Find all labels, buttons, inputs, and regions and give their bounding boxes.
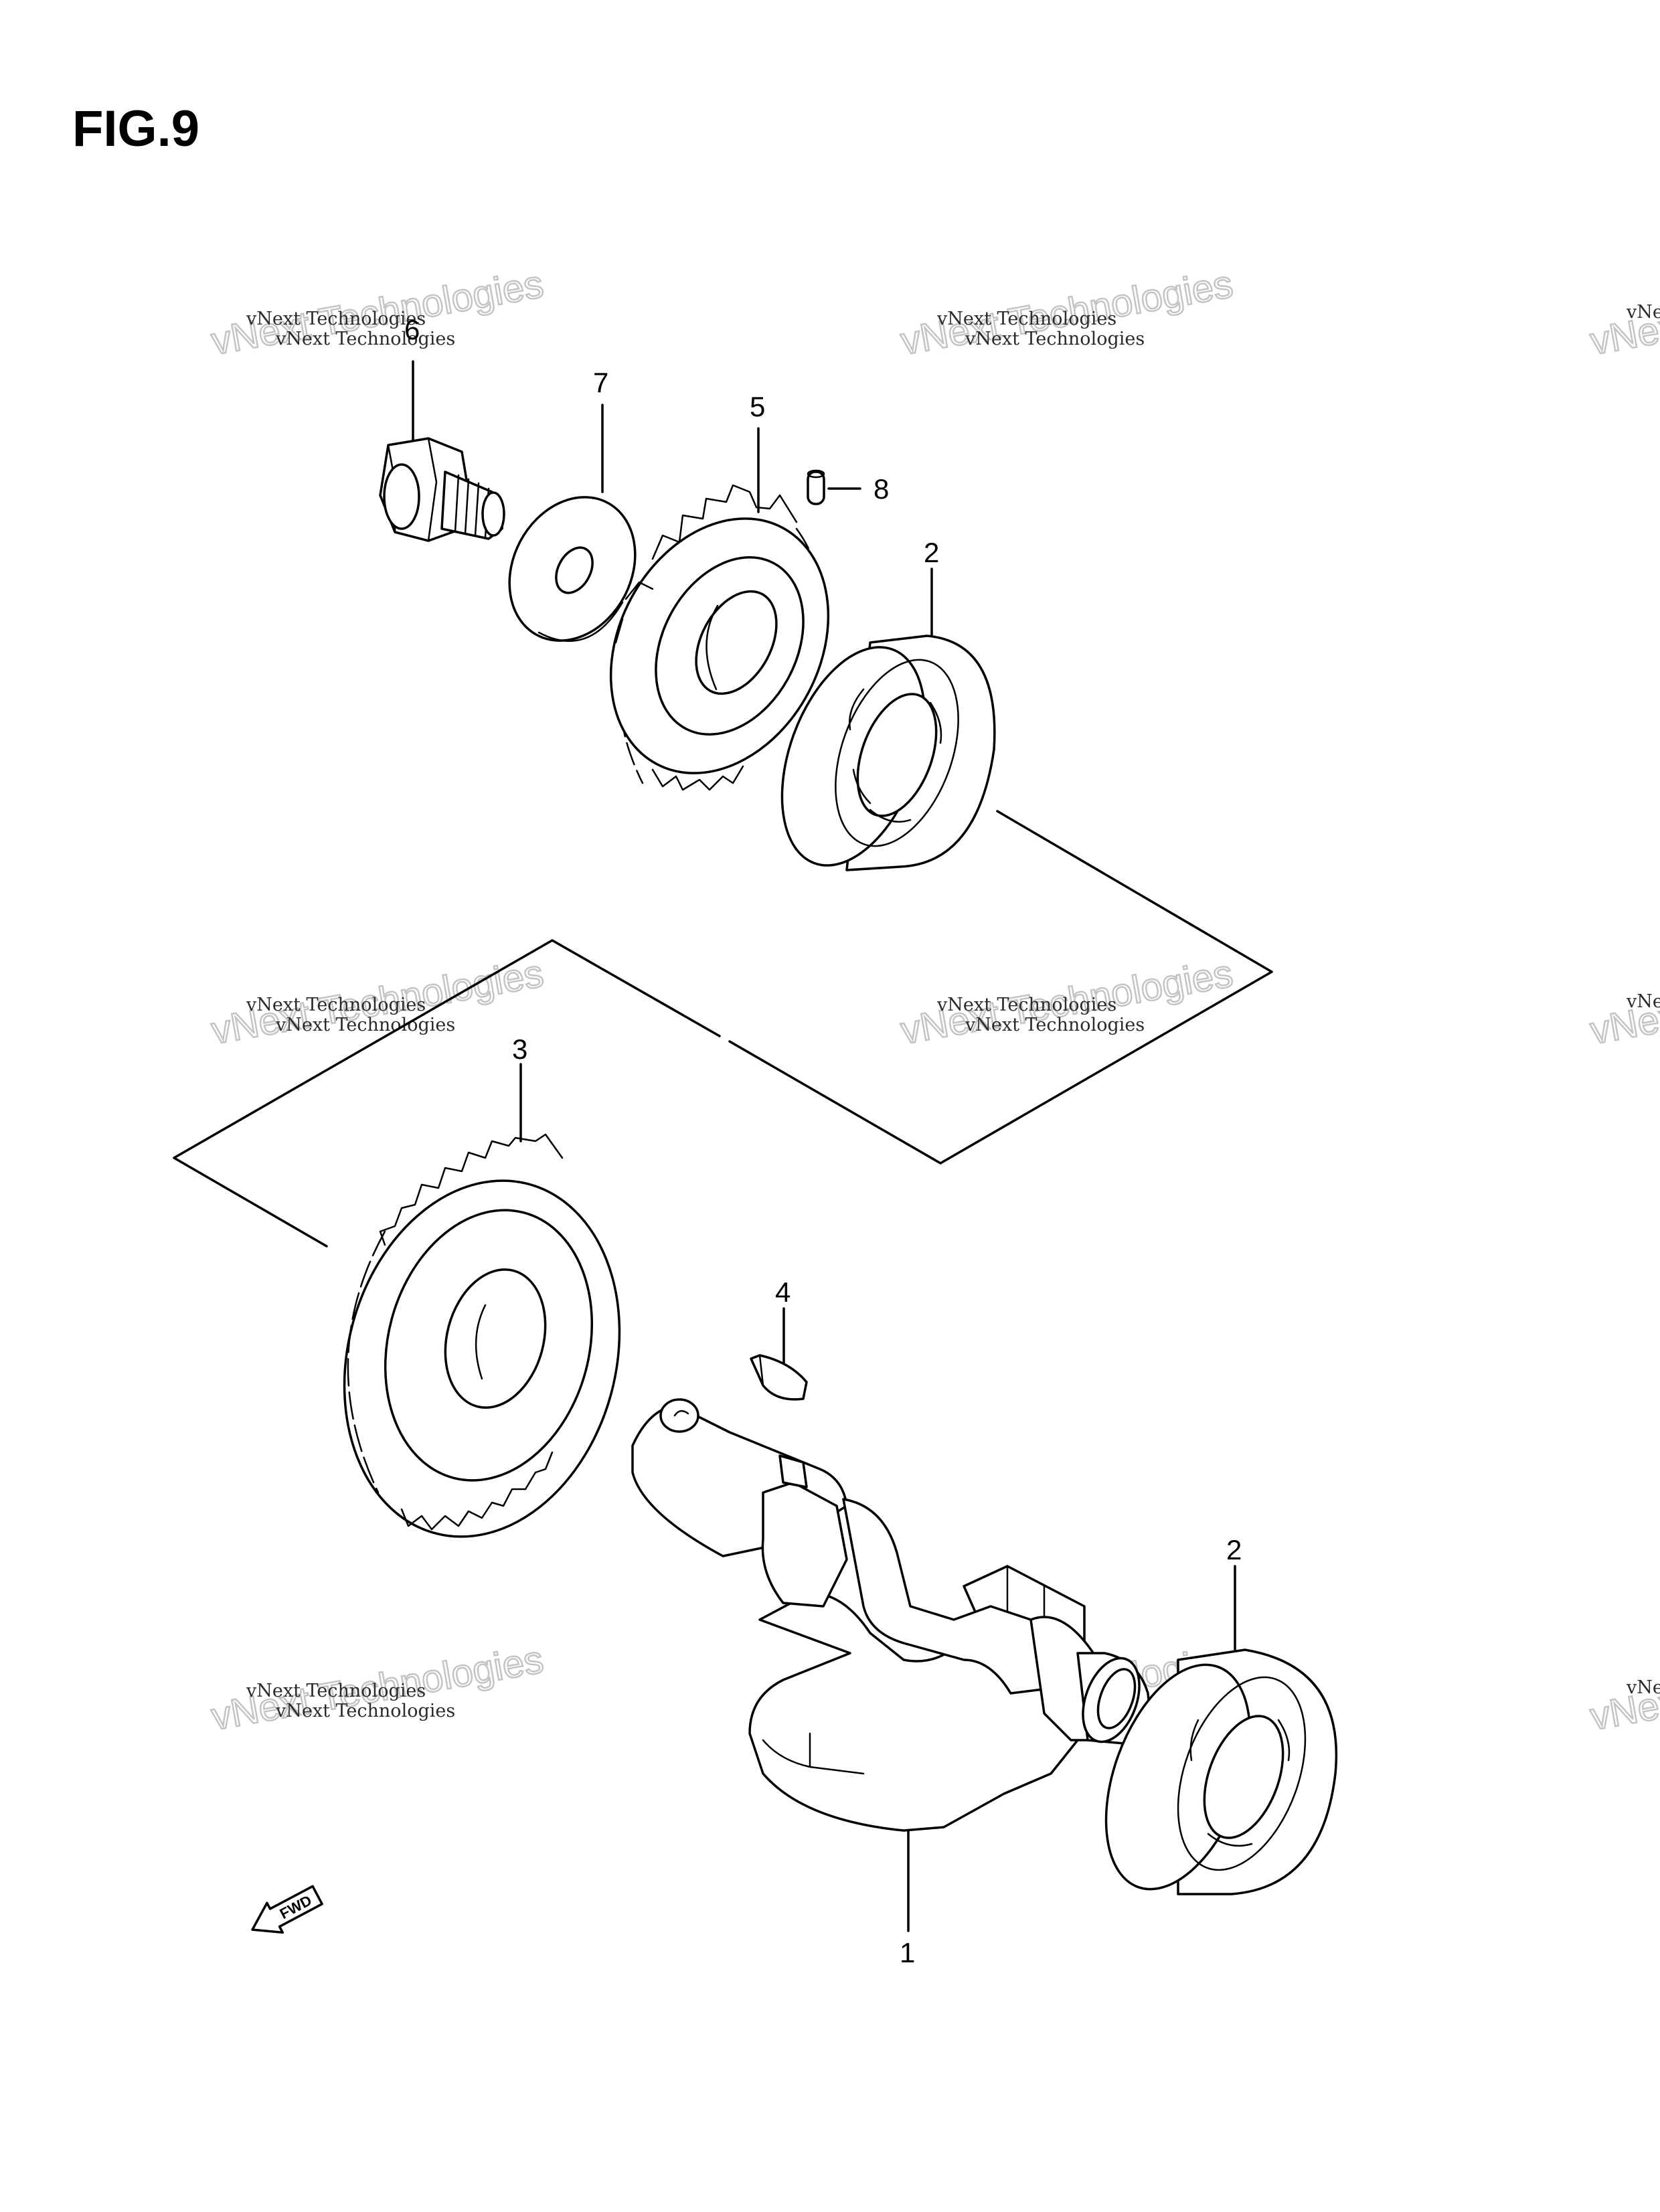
- watermark-small: vNext Technologies: [1626, 302, 1660, 323]
- watermark-small: vNext Technologies: [275, 1015, 455, 1035]
- balancer-shaft: [631, 1398, 1153, 1932]
- assembly-guide-line: [728, 810, 1273, 1165]
- callout-part-5: 5: [750, 391, 765, 422]
- watermark-small: vNext Technologies: [246, 309, 426, 329]
- watermark-small: vNext Technologies: [965, 1015, 1145, 1035]
- large-gear: [343, 1063, 621, 1538]
- callout-part-6: 6: [404, 314, 420, 345]
- callout-part-2-lower: 2: [1226, 1534, 1242, 1565]
- woodruff-key: [750, 1307, 808, 1401]
- callout-part-3: 3: [512, 1033, 527, 1065]
- small-gear: [609, 427, 830, 791]
- watermark-row-2: vNext Technologies vNext Technologies vN…: [208, 950, 1660, 1053]
- watermark-small: vNext Technologies: [936, 309, 1116, 329]
- dowel-pin: [807, 469, 861, 505]
- callout-part-4: 4: [775, 1276, 791, 1308]
- callout-part-2-upper: 2: [924, 537, 939, 568]
- bearing-lower: [1104, 1565, 1337, 1895]
- callout-part-8: 8: [874, 473, 889, 505]
- watermark-small: vNext Technologies: [965, 329, 1145, 349]
- watermark-small: vNext Technologies: [246, 1681, 426, 1701]
- direction-arrow: FWD: [251, 1885, 323, 1934]
- watermark-row-1: vNext Technologies vNext Technologies vN…: [208, 261, 1660, 364]
- watermark-small: vNext Technologies: [275, 329, 455, 349]
- watermark-small: vNext Technologies: [1626, 991, 1660, 1012]
- watermark-small: vNext Technologies: [936, 995, 1116, 1015]
- flange-bolt: [379, 360, 505, 542]
- callout-part-1: 1: [900, 1937, 915, 1968]
- watermark-small: vNext Technologies: [275, 1701, 455, 1721]
- figure-title: FIG.9: [72, 100, 199, 157]
- assembly-guide-line: [173, 939, 721, 1248]
- watermark-small: vNext Technologies: [1626, 1677, 1660, 1698]
- bearing-upper: [780, 568, 996, 871]
- callout-part-7: 7: [593, 367, 608, 398]
- watermark-small: vNext Technologies: [246, 995, 426, 1015]
- callout-labels: 6 7 5 8 2 3 4 2 1: [404, 314, 1242, 1968]
- washer: [508, 404, 637, 643]
